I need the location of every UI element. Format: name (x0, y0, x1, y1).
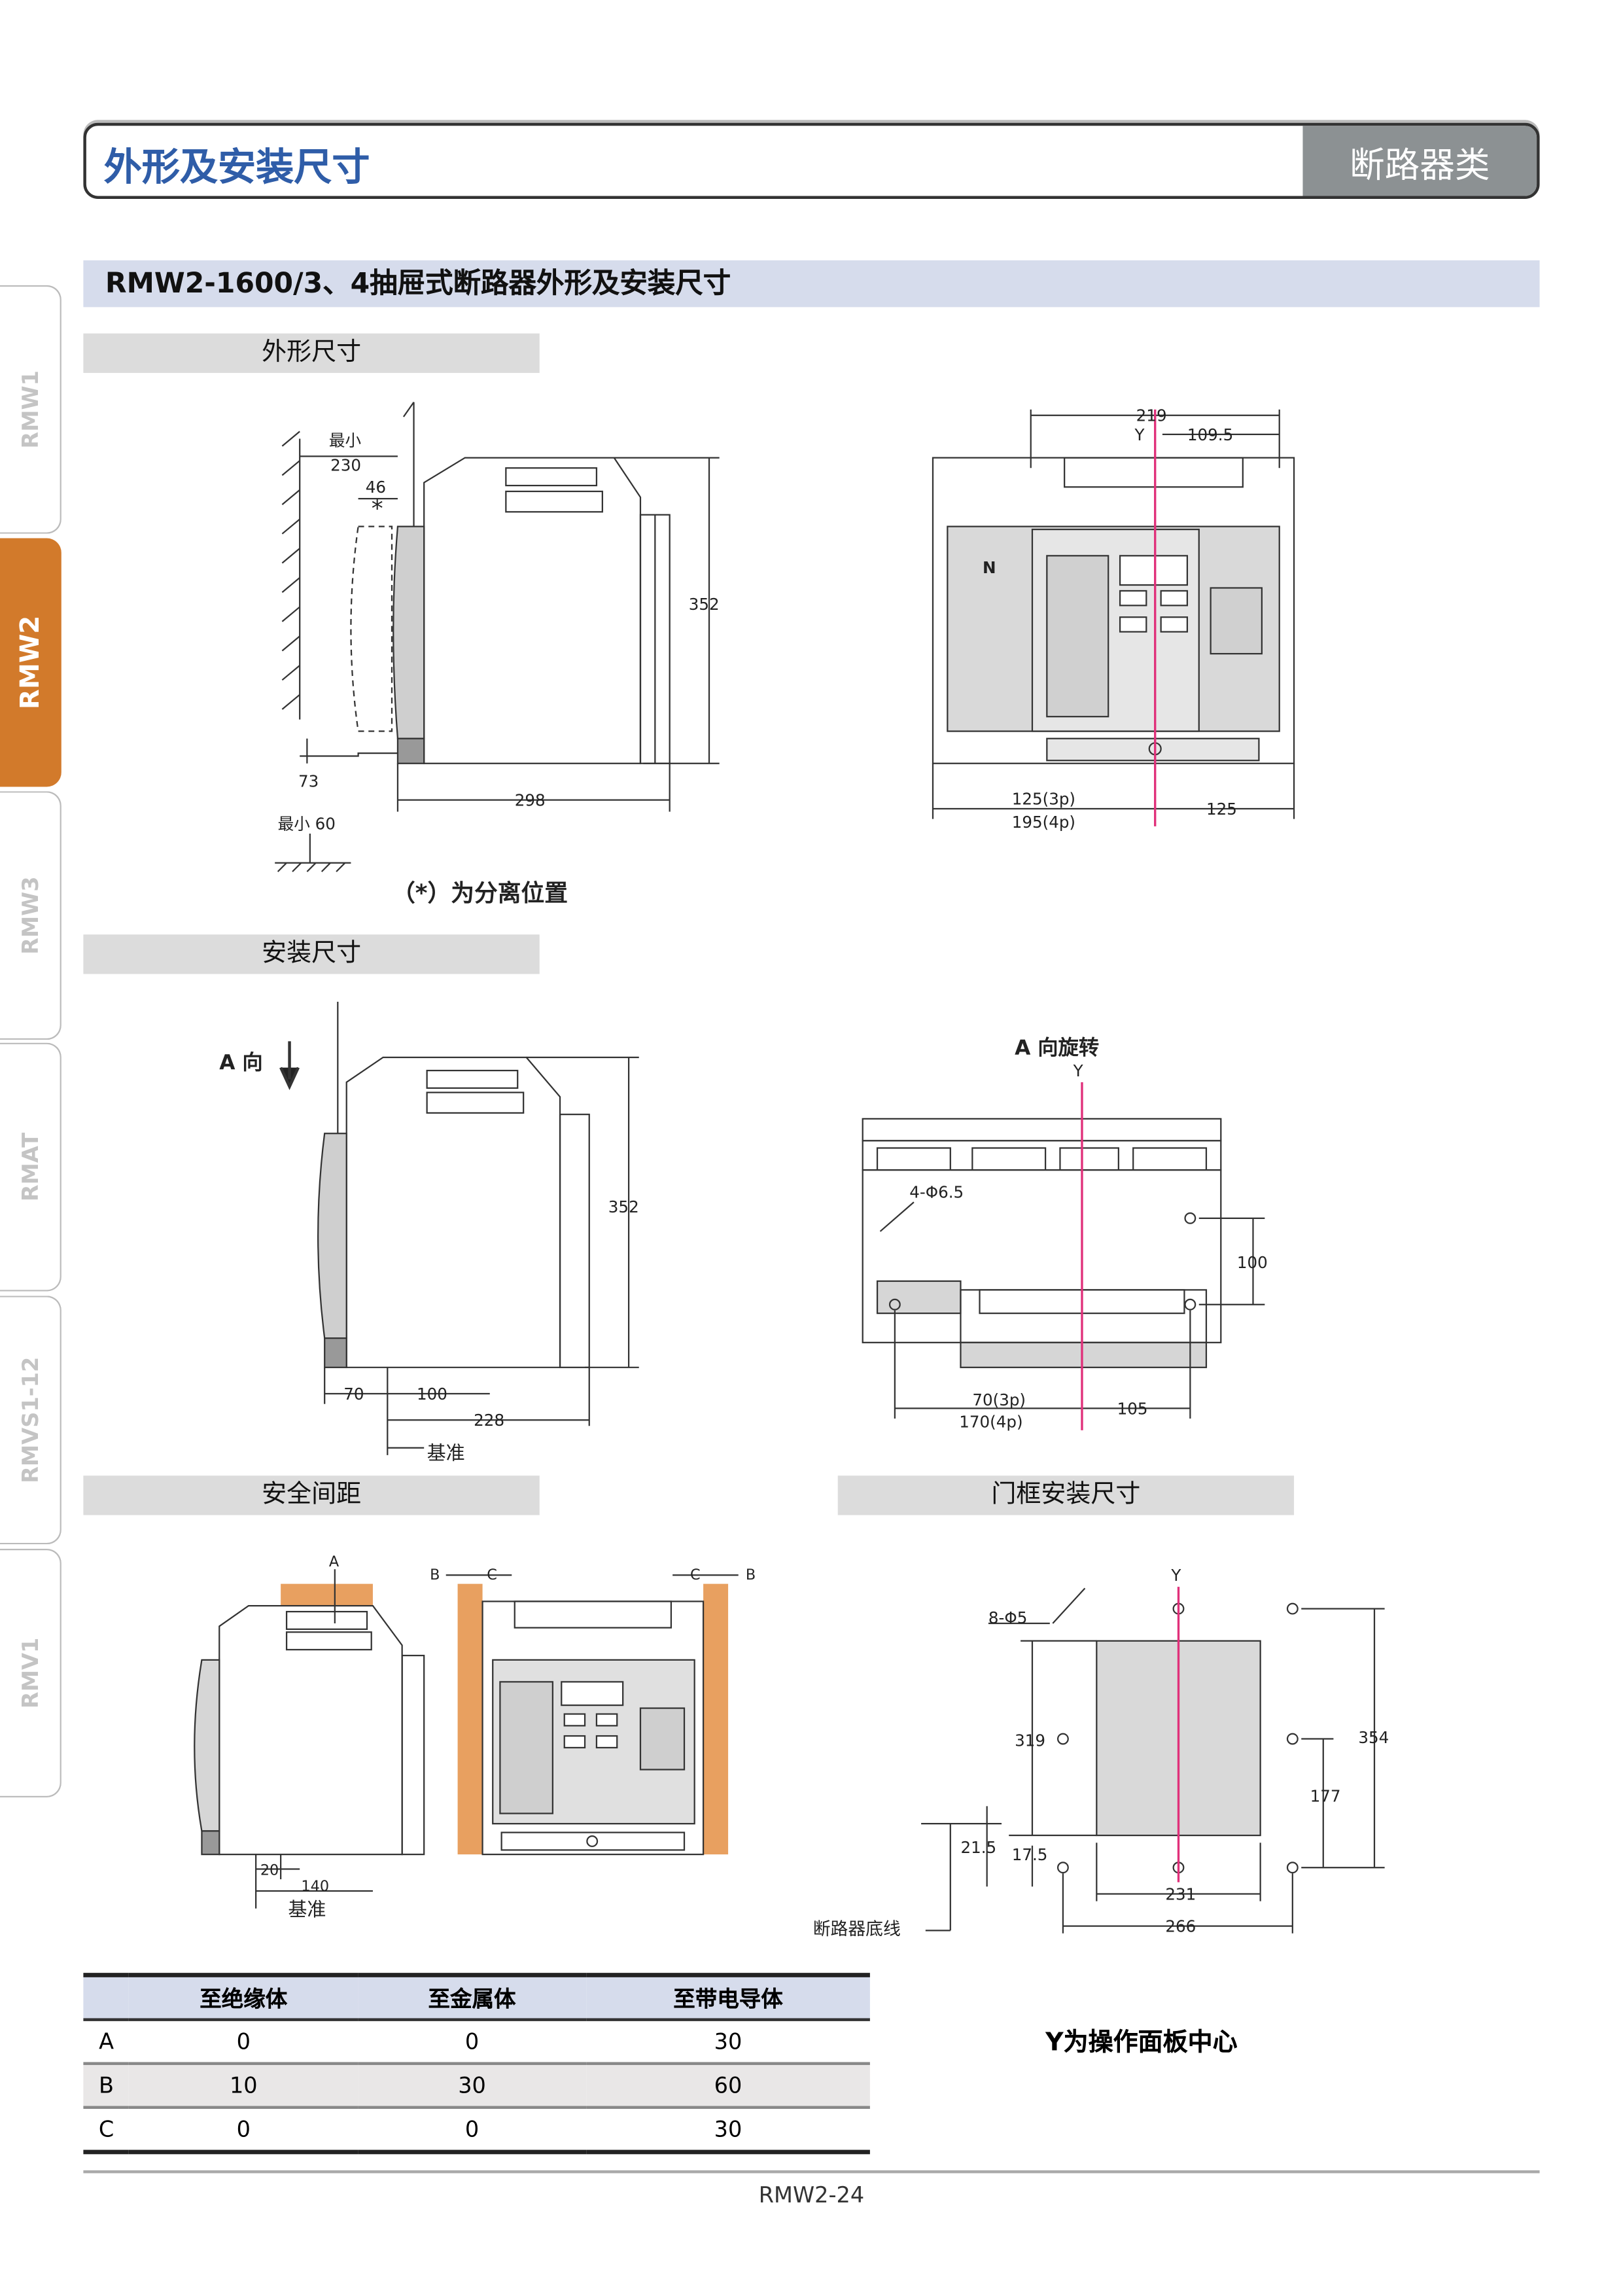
table-cell: 0 (129, 2107, 358, 2155)
tab-rmw2[interactable]: RMW2 (0, 538, 61, 787)
datum-label: 基准 (427, 1442, 465, 1464)
dim-label: N (983, 558, 996, 577)
dim-label: 105 (1117, 1399, 1148, 1418)
a-direction-label: A 向 (219, 1051, 262, 1074)
table-cell: 30 (357, 2063, 587, 2110)
dim-label: 319 (1015, 1731, 1045, 1750)
dim-label: 125(3p) (1012, 789, 1075, 808)
page-header: 外形及安装尺寸 断路器类 (83, 122, 1540, 199)
dim-label: C (487, 1566, 497, 1583)
dim-label: 195(4p) (1012, 813, 1075, 832)
dim-label: Y (1073, 1061, 1084, 1080)
dim-label: 352 (608, 1197, 639, 1216)
dim-label: 354 (1358, 1728, 1389, 1747)
dim-label: B (746, 1566, 756, 1583)
safety-drawing (194, 1569, 739, 1909)
subheader-install: 安装尺寸 (83, 934, 540, 974)
subheader-outline: 外形尺寸 (83, 333, 540, 373)
category-label: 断路器类 (1302, 126, 1537, 196)
outline-side-drawing (275, 402, 720, 872)
dim-label: B (430, 1566, 440, 1583)
table-cell: 0 (357, 2107, 587, 2155)
column-header: 至绝缘体 (129, 1973, 358, 2021)
column-header: 至金属体 (357, 1973, 587, 2021)
separation-note: （*）为分离位置 (392, 880, 568, 907)
dim-label: 100 (1237, 1253, 1268, 1272)
dim-label: 8-Φ5 (988, 1608, 1028, 1627)
dim-label: A (329, 1553, 340, 1570)
tab-rmv1[interactable]: RMV1 (0, 1548, 61, 1797)
dim-label: 109.5 (1187, 425, 1233, 444)
dim-label: C (690, 1566, 701, 1583)
dim-label: 4-Φ6.5 (909, 1183, 964, 1202)
table-cell: C (83, 2107, 130, 2155)
outline-front-drawing (932, 409, 1295, 826)
dim-label: 21.5 (960, 1838, 996, 1857)
dim-label: 最小 60 (278, 814, 336, 833)
rotated-view-title: A 向旋转 (1015, 1036, 1099, 1060)
dim-label: 100 (417, 1385, 447, 1404)
datum-label: 基准 (288, 1898, 326, 1920)
dim-label: 266 (1165, 1917, 1196, 1936)
table-cell: 30 (586, 2107, 870, 2155)
tab-rmat[interactable]: RMAT (0, 1042, 61, 1292)
dim-label: * (372, 495, 383, 522)
dim-label: 73 (298, 771, 319, 790)
dim-label: 125 (1206, 800, 1237, 819)
dim-label: 219 (1136, 406, 1167, 425)
dim-label: 70 (343, 1385, 364, 1404)
table-cell: 60 (586, 2063, 870, 2110)
table-cell: 0 (357, 2019, 587, 2065)
dim-label: Y (1170, 1566, 1181, 1585)
table-cell: 0 (129, 2019, 358, 2065)
column-header (83, 1973, 130, 2021)
page-title: 外形及安装尺寸 (103, 146, 370, 190)
tab-rmvs1-12[interactable]: RMVS1-12 (0, 1296, 61, 1545)
dim-label: 231 (1165, 1884, 1196, 1903)
table-cell: 10 (129, 2063, 358, 2110)
dim-label: 46 (366, 478, 386, 497)
dim-label: 20 (260, 1862, 279, 1879)
base-line-label: 断路器底线 (813, 1919, 901, 1939)
section-title: RMW2-1600/3、4抽屉式断路器外形及安装尺寸 (83, 260, 1540, 308)
table-cell: 30 (586, 2019, 870, 2065)
dim-label: 177 (1310, 1787, 1341, 1806)
subheader-door: 门框安装尺寸 (837, 1475, 1295, 1515)
dim-label: 352 (689, 595, 720, 614)
dim-label: 70(3p) (972, 1390, 1026, 1409)
dim-label: 230 (330, 456, 361, 475)
subheader-safety: 安全间距 (83, 1475, 540, 1515)
install-side-drawing (279, 1002, 639, 1455)
dim-label: 228 (474, 1411, 504, 1430)
dim-label: 140 (301, 1878, 329, 1895)
door-frame-drawing (921, 1587, 1385, 1934)
column-header: 至带电导体 (586, 1973, 870, 2021)
dim-label: 17.5 (1012, 1845, 1048, 1864)
page-number: RMW2-24 (758, 2181, 865, 2209)
dim-label: 最小 (329, 431, 361, 450)
tab-rmw1[interactable]: RMW1 (0, 285, 61, 534)
dim-label: 170(4p) (959, 1412, 1022, 1431)
tab-rmw3[interactable]: RMW3 (0, 791, 61, 1040)
table-cell: B (83, 2063, 130, 2110)
dim-label: 298 (515, 791, 546, 810)
table-cell: A (83, 2019, 130, 2065)
install-rotated-drawing (862, 1082, 1265, 1430)
dim-label: Y (1134, 425, 1145, 444)
y-note: Y为操作面板中心 (1045, 2028, 1238, 2058)
